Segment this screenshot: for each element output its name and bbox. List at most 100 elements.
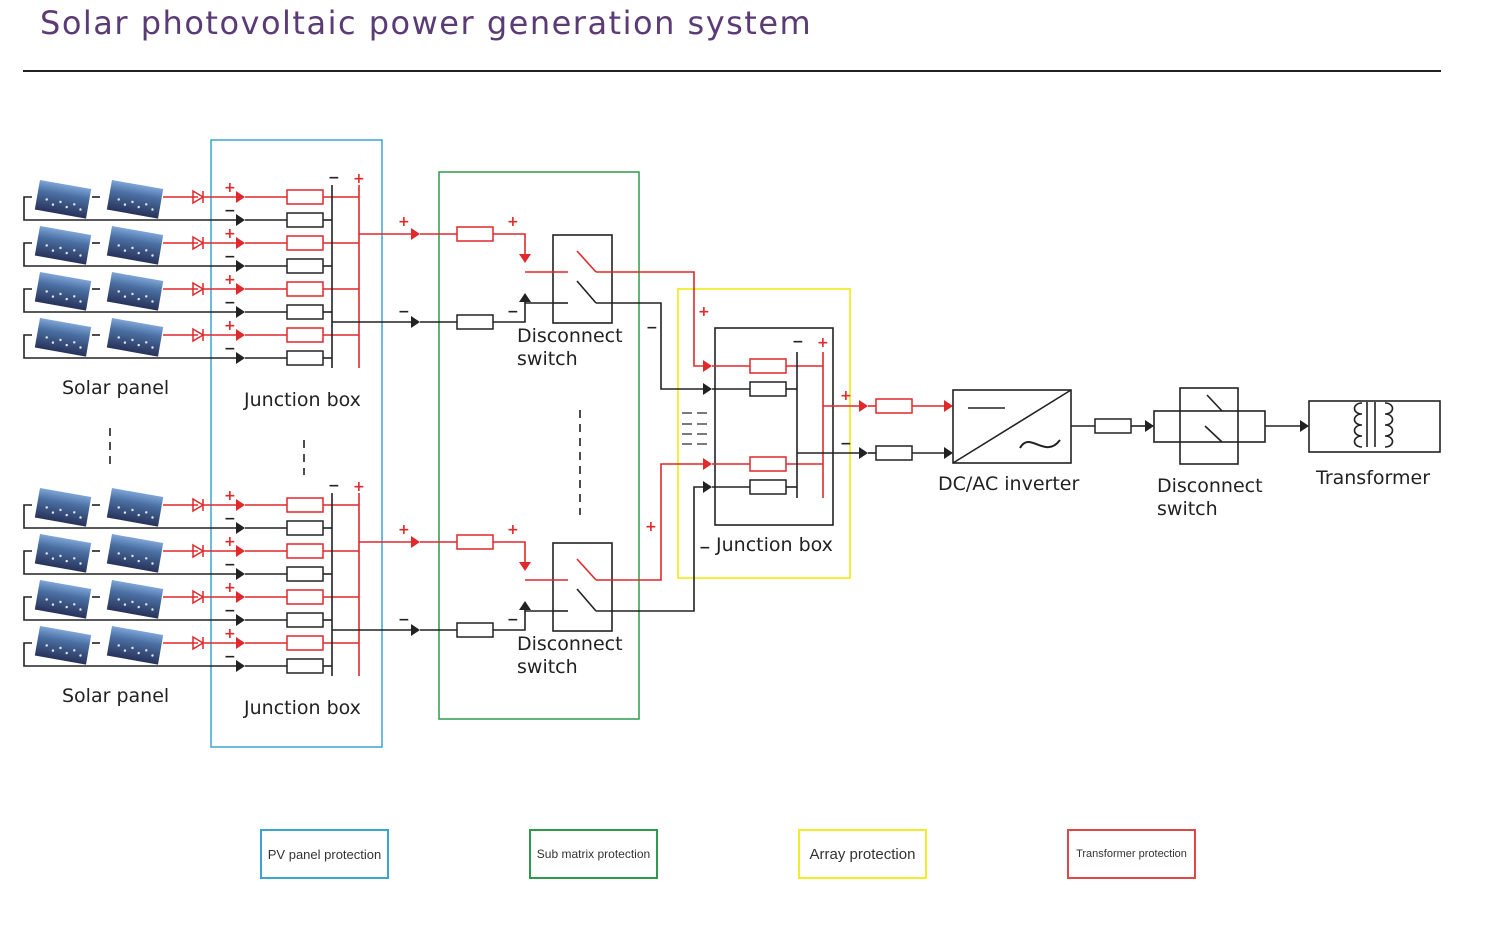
arrow-right-icon bbox=[703, 481, 712, 493]
positive-feeder bbox=[493, 233, 526, 254]
panel-dot bbox=[123, 203, 127, 206]
panel-dot bbox=[151, 346, 154, 349]
panel-image bbox=[106, 488, 164, 527]
zone-sub-matrix-protection bbox=[438, 171, 640, 720]
negative-wire bbox=[23, 242, 240, 267]
negative-wire bbox=[23, 642, 240, 667]
switch-blade bbox=[576, 280, 597, 304]
disconnect-switch-box bbox=[552, 542, 613, 632]
panel-dot bbox=[117, 598, 120, 601]
panel-dot bbox=[117, 336, 120, 339]
zone-pv-panel-protection bbox=[210, 139, 383, 748]
solar-panel-icon bbox=[106, 180, 164, 219]
transformer-label: Transformer bbox=[1315, 467, 1430, 489]
diode-icon bbox=[192, 189, 205, 205]
plus-sign: + bbox=[224, 626, 236, 642]
panel-dot bbox=[151, 254, 154, 257]
arrow-right-icon bbox=[236, 214, 245, 226]
fuse-icon bbox=[456, 534, 494, 550]
minus-sign: − bbox=[224, 557, 236, 573]
switch-blade bbox=[576, 250, 597, 273]
panel-dot bbox=[51, 603, 55, 606]
minus-sign: − bbox=[224, 603, 236, 619]
plus-sign: + bbox=[224, 226, 236, 242]
disconnect-switch-label: Disconnect bbox=[517, 633, 623, 655]
arrow-up-icon bbox=[519, 601, 531, 610]
plus-sign: + bbox=[698, 304, 710, 320]
arrow-down-icon bbox=[519, 562, 531, 571]
panel-dot bbox=[123, 295, 127, 298]
minus-sign: − bbox=[507, 612, 519, 628]
solar-panel-label: Solar panel bbox=[62, 685, 169, 707]
arrow-right-icon bbox=[236, 614, 245, 626]
panel-dot bbox=[45, 644, 48, 647]
solar-panel-icon bbox=[34, 580, 92, 619]
panel-dot bbox=[51, 557, 55, 560]
fuse-icon bbox=[749, 479, 787, 495]
arrow-right-icon bbox=[236, 306, 245, 318]
panel-dot bbox=[79, 654, 82, 657]
panel-dot bbox=[73, 603, 76, 606]
disconnect-switch-label: Disconnect bbox=[1157, 475, 1263, 497]
arrow-right-icon bbox=[236, 499, 245, 511]
arrow-right-icon bbox=[236, 191, 245, 203]
diode-icon bbox=[192, 497, 205, 513]
plus-sign: + bbox=[507, 214, 519, 230]
title-divider bbox=[23, 70, 1441, 72]
plus-sign: + bbox=[840, 388, 852, 404]
panel-dot bbox=[59, 338, 62, 342]
switch-blade bbox=[576, 558, 597, 581]
plus-sign: + bbox=[398, 214, 410, 230]
arrow-down-icon bbox=[519, 254, 531, 263]
panel-dot bbox=[117, 552, 120, 555]
disconnect-switch-box bbox=[552, 234, 613, 324]
fuse-icon bbox=[286, 212, 324, 228]
panel-dot bbox=[131, 646, 134, 650]
panel-dot bbox=[137, 251, 140, 255]
fuse-icon bbox=[286, 350, 324, 366]
panel-image bbox=[34, 272, 92, 311]
panel-dot bbox=[45, 336, 48, 339]
diode-icon bbox=[192, 543, 205, 559]
legend-pv-panel-protection: PV panel protection bbox=[260, 829, 389, 879]
panel-dot bbox=[65, 513, 68, 517]
arrow-right-icon bbox=[859, 400, 868, 412]
page-title: Solar photovoltaic power generation syst… bbox=[40, 4, 813, 42]
fuse-icon bbox=[749, 381, 787, 397]
arrow-right-icon bbox=[411, 228, 420, 240]
panel-dot bbox=[151, 608, 154, 611]
negative-wire bbox=[23, 196, 240, 221]
panel-dot bbox=[65, 297, 68, 301]
panel-image bbox=[106, 534, 164, 573]
panel-dot bbox=[79, 608, 82, 611]
panel-dot bbox=[73, 203, 76, 206]
negative-feeder bbox=[493, 302, 526, 323]
panel-image bbox=[34, 180, 92, 219]
arrow-right-icon bbox=[1300, 420, 1309, 432]
negative-wire bbox=[23, 550, 240, 575]
positive-wire bbox=[596, 463, 703, 581]
fuse-icon bbox=[286, 304, 324, 320]
panel-image bbox=[34, 534, 92, 573]
panel-dot bbox=[79, 300, 82, 303]
panel-image bbox=[34, 626, 92, 665]
panel-image bbox=[106, 226, 164, 265]
solar-panel-icon bbox=[106, 272, 164, 311]
panel-dot bbox=[51, 341, 55, 344]
panel-dot bbox=[145, 203, 148, 206]
solar-panel-icon bbox=[34, 488, 92, 527]
plus-sign: + bbox=[398, 522, 410, 538]
fuse-icon bbox=[286, 189, 324, 205]
arrow-right-icon bbox=[236, 522, 245, 534]
fuse-icon bbox=[875, 398, 913, 414]
panel-dot bbox=[51, 203, 55, 206]
panel-dot bbox=[151, 562, 154, 565]
arrow-right-icon bbox=[411, 624, 420, 636]
solar-panel-icon bbox=[34, 272, 92, 311]
panel-dot bbox=[65, 205, 68, 209]
solar-panel-icon bbox=[106, 580, 164, 619]
plus-sign: + bbox=[224, 318, 236, 334]
arrow-right-icon bbox=[703, 383, 712, 395]
arrow-right-icon bbox=[944, 447, 953, 459]
arrow-right-icon bbox=[236, 237, 245, 249]
